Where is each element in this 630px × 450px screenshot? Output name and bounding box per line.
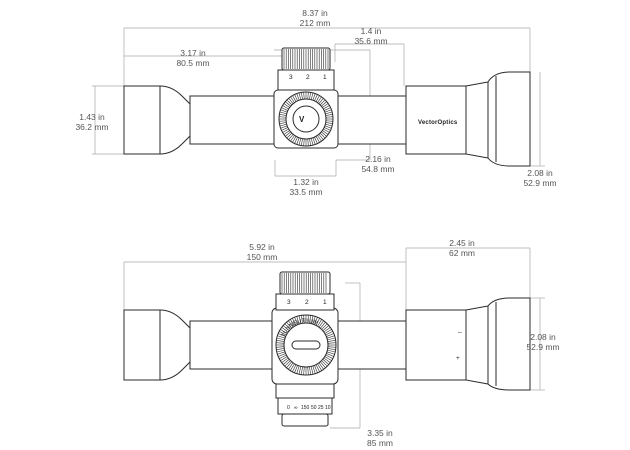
side-mounting-length-in: 5.92 in: [249, 242, 275, 252]
side-eyepiece-diameter-mm: 52.9 mm: [526, 342, 559, 352]
side-mounting-length-mm: 150 mm: [247, 252, 278, 262]
side-dial-number-2: 2: [305, 299, 309, 306]
top-objective-diameter-in: 1.43 in: [79, 112, 105, 122]
top-dial-number-3: 3: [289, 74, 293, 81]
side-scale-0: 0: [287, 405, 290, 411]
top-brand-label: VectorOptics: [418, 120, 458, 126]
side-scale-50: 50: [311, 405, 317, 411]
side-height-in: 3.35 in: [367, 428, 393, 438]
top-eyepiece-diameter-in: 2.08 in: [527, 168, 553, 178]
side-scale-inf: ∞: [294, 405, 298, 411]
side-scale-10: 10: [325, 405, 331, 411]
side-eyepiece: – +: [405, 297, 531, 391]
top-turret-width-in: 1.32 in: [293, 177, 319, 187]
side-dial-number-3: 3: [287, 299, 291, 306]
top-turret-height-in: 2.16 in: [365, 154, 391, 164]
svg-text:V: V: [299, 115, 305, 124]
vector-optics-logo-icon: [292, 105, 320, 133]
top-dial-number-1: 1: [323, 74, 327, 81]
top-objective-bell: [123, 85, 191, 155]
top-overall-length-in: 8.37 in: [302, 8, 328, 18]
svg-text:+: +: [456, 355, 460, 362]
side-scale-25: 25: [318, 405, 324, 411]
top-objective-to-turret-mm: 80.5 mm: [176, 58, 209, 68]
top-view: 3 2 1 V VectorOptics 8.37 in 212 mm 3.17…: [75, 8, 556, 197]
top-eyepiece: [405, 71, 531, 167]
svg-text:–: –: [458, 329, 462, 336]
top-turret-height-mm: 54.8 mm: [361, 164, 394, 174]
top-turret-width-mm: 33.5 mm: [289, 187, 322, 197]
side-eye-relief-mm: 62 mm: [449, 248, 475, 258]
top-objective-diameter-mm: 36.2 mm: [75, 122, 108, 132]
top-eyepiece-offset-mm: 35.6 mm: [354, 36, 387, 46]
coin-slot-icon: [291, 340, 321, 350]
side-eyepiece-diameter-in: 2.08 in: [530, 332, 556, 342]
top-objective-to-turret-in: 3.17 in: [180, 48, 206, 58]
side-dial-number-1: 1: [323, 299, 327, 306]
side-height-mm: 85 mm: [367, 438, 393, 448]
side-eye-relief-in: 2.45 in: [449, 238, 475, 248]
top-overall-length-mm: 212 mm: [300, 18, 331, 28]
top-eyepiece-offset-in: 1.4 in: [361, 26, 382, 36]
top-elevation-turret: [277, 47, 335, 91]
side-elevation-turret: [275, 271, 335, 311]
side-view: 3 2 1 TUNNELITHUM 0 ∞ 150 50 25 10: [123, 238, 560, 448]
top-dial-number-2: 2: [306, 74, 310, 81]
top-eyepiece-diameter-mm: 52.9 mm: [523, 178, 556, 188]
side-objective-bell: [123, 309, 191, 381]
side-windage-turret: [275, 383, 335, 427]
side-scale-150: 150: [301, 405, 310, 411]
